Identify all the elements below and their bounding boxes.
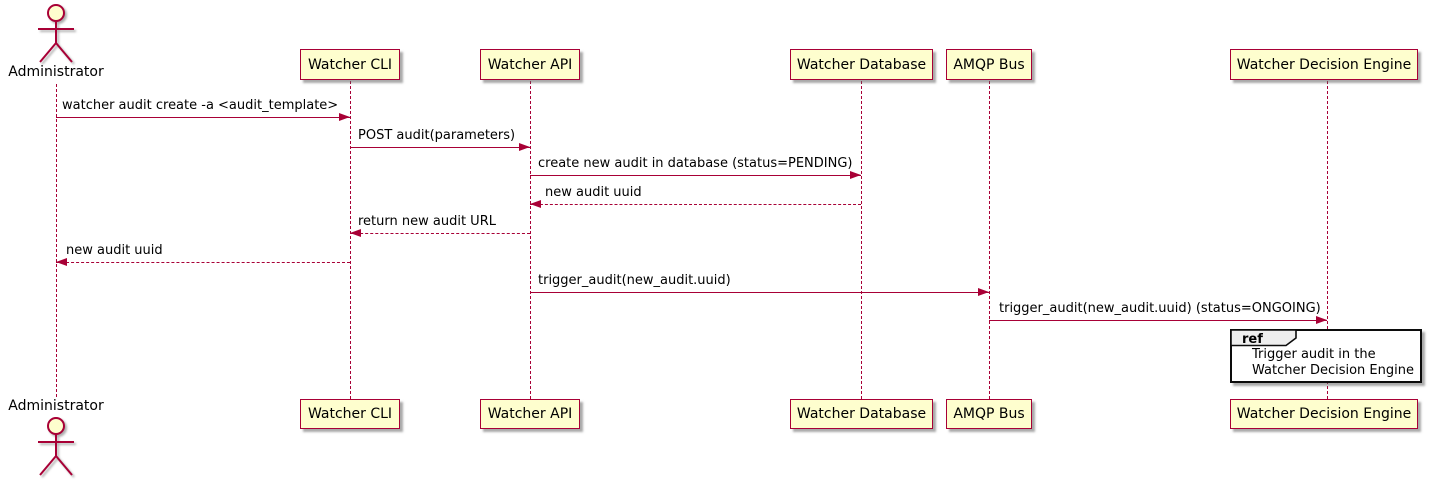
- participant-top-watcher-api: Watcher API: [480, 49, 580, 80]
- participant-top-watcher-decision-engine: Watcher Decision Engine: [1230, 49, 1418, 80]
- message-label: trigger_audit(new_audit.uuid) (status=ON…: [999, 301, 1321, 316]
- participant-bottom-watcher-decision-engine: Watcher Decision Engine: [1230, 399, 1418, 429]
- arrowhead-left-icon: [350, 229, 361, 237]
- arrowhead-right-icon: [850, 171, 861, 179]
- arrowhead-left-icon: [56, 258, 67, 266]
- ref-text-line: Watcher Decision Engine: [1252, 362, 1414, 378]
- participant-label: Watcher API: [487, 56, 573, 73]
- participant-bottom-watcher-cli: Watcher CLI: [300, 399, 400, 429]
- lifeline-watcher-decision-engine: [1327, 81, 1328, 399]
- message-label: create new audit in database (status=PEN…: [538, 156, 853, 171]
- message-arrow: [530, 175, 861, 176]
- actor-figure-icon: [30, 3, 82, 69]
- arrowhead-right-icon: [339, 113, 350, 121]
- message-return-arrow: [56, 262, 350, 263]
- message-arrow: [56, 117, 350, 118]
- participant-label: Watcher Decision Engine: [1236, 406, 1412, 422]
- message-arrow: [989, 320, 1327, 321]
- message-label: new audit uuid: [545, 185, 642, 200]
- message-return-arrow: [350, 233, 530, 234]
- arrowhead-left-icon: [530, 200, 541, 208]
- arrowhead-right-icon: [978, 288, 989, 296]
- message-return-arrow: [530, 204, 861, 205]
- participant-bottom-watcher-api: Watcher API: [480, 399, 580, 429]
- lifeline-watcher-api: [530, 81, 531, 399]
- participant-top-amqp-bus: AMQP Bus: [946, 49, 1032, 80]
- ref-fragment: ref Trigger audit in the Watcher Decisio…: [1230, 329, 1422, 383]
- participant-bottom-watcher-database: Watcher Database: [790, 399, 933, 429]
- participant-label: Watcher Database: [796, 406, 927, 422]
- message-label: POST audit(parameters): [358, 128, 516, 143]
- message-label: new audit uuid: [66, 243, 163, 258]
- participant-label: Watcher API: [487, 406, 573, 422]
- ref-text-line: Trigger audit in the: [1252, 347, 1376, 362]
- lifeline-administrator: [56, 84, 57, 397]
- lifeline-watcher-cli: [350, 81, 351, 399]
- ref-text: Trigger audit in the Watcher Decision En…: [1252, 347, 1414, 378]
- actor-name-bottom: Administrator: [8, 398, 104, 414]
- message-arrow: [350, 147, 530, 148]
- participant-label: Watcher Decision Engine: [1236, 56, 1412, 73]
- participant-label: Watcher Database: [796, 56, 927, 73]
- participant-top-watcher-cli: Watcher CLI: [300, 49, 400, 80]
- ref-keyword: ref: [1242, 332, 1263, 347]
- message-label: return new audit URL: [358, 214, 496, 229]
- message-arrow: [530, 292, 989, 293]
- participant-label: Watcher CLI: [307, 406, 393, 422]
- actor-figure-icon: [30, 414, 82, 484]
- participant-label: Watcher CLI: [307, 56, 393, 73]
- lifeline-amqp-bus: [989, 81, 990, 399]
- arrowhead-right-icon: [1316, 316, 1327, 324]
- participant-bottom-amqp-bus: AMQP Bus: [946, 399, 1032, 429]
- arrowhead-right-icon: [519, 143, 530, 151]
- ref-tab-shape: [1230, 329, 1297, 347]
- message-label: trigger_audit(new_audit.uuid): [538, 273, 731, 288]
- participant-top-watcher-database: Watcher Database: [790, 49, 933, 80]
- participant-label: AMQP Bus: [953, 56, 1025, 73]
- actor-name-top: Administrator: [8, 64, 104, 80]
- lifeline-watcher-database: [861, 81, 862, 399]
- participant-label: AMQP Bus: [953, 406, 1025, 422]
- message-label: watcher audit create -a <audit_template>: [62, 98, 339, 113]
